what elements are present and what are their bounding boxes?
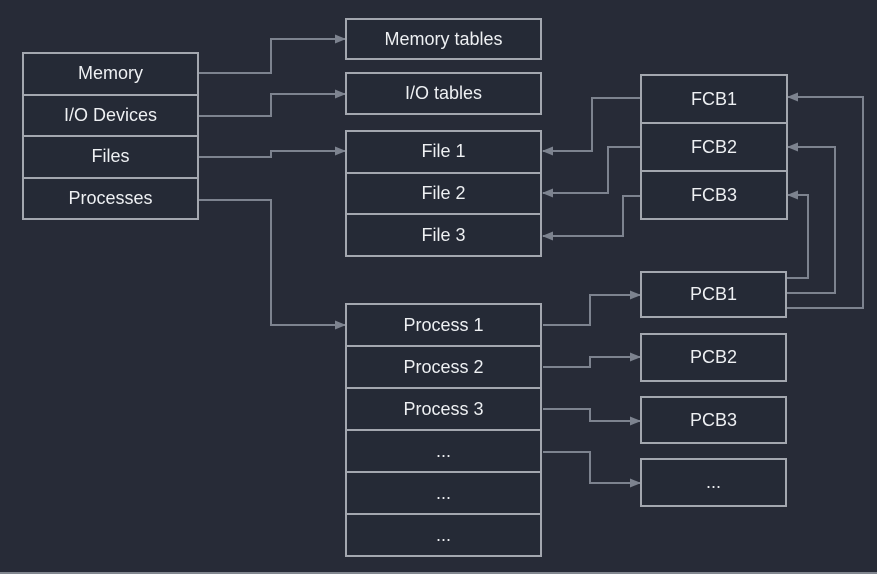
bottom-window-edge bbox=[0, 572, 877, 574]
fcb-table-row-fcb2: FCB2 bbox=[642, 122, 786, 170]
process-table-row-dots-3: ... bbox=[347, 513, 540, 555]
edge-processes-to-process-1 bbox=[199, 199, 346, 330]
edge-fcb2-to-file-2 bbox=[542, 146, 640, 198]
io-tables-box: I/O tables bbox=[345, 72, 542, 115]
edge-fcb3-to-file-3 bbox=[542, 195, 640, 241]
pcb2-box: PCB2 bbox=[640, 333, 787, 382]
file-table-row-file-2: File 2 bbox=[347, 171, 540, 214]
edge-process-dots-to-pcb-dots bbox=[543, 451, 641, 488]
process-table-row-process-3: Process 3 bbox=[347, 387, 540, 429]
pcb-dots-box: ... bbox=[640, 458, 787, 507]
file-table-row-file-3: File 3 bbox=[347, 213, 540, 255]
os-control-tables: Memory I/O Devices Files Processes bbox=[22, 52, 199, 220]
edge-fcb1-to-file-1 bbox=[542, 97, 640, 156]
edge-memory-to-memory-tables bbox=[199, 34, 346, 74]
process-table-row-process-1: Process 1 bbox=[403, 314, 484, 335]
pcb1-box: PCB1 bbox=[640, 271, 787, 318]
os-table-row-io-devices: I/O Devices bbox=[24, 93, 197, 136]
edge-pcb1-to-fcb1 bbox=[787, 92, 864, 309]
process-table: Process 1 Process 2 Process 3 ... ... ..… bbox=[345, 303, 542, 557]
file-table-row-file-1: File 1 bbox=[421, 141, 466, 162]
edge-process-3-to-pcb3 bbox=[543, 408, 641, 426]
edge-pcb1-to-fcb3 bbox=[787, 190, 809, 279]
fcb-table: FCB1 FCB2 FCB3 bbox=[640, 74, 788, 220]
os-table-row-memory: Memory bbox=[77, 63, 143, 84]
os-table-row-processes: Processes bbox=[24, 176, 197, 219]
memory-tables-box: Memory tables bbox=[345, 18, 542, 60]
edge-process-1-to-pcb1 bbox=[543, 290, 641, 326]
os-table-row-files: Files bbox=[24, 135, 197, 177]
edge-files-to-file-1 bbox=[199, 146, 346, 158]
fcb-table-row-fcb1: FCB1 bbox=[690, 88, 737, 109]
process-table-row-dots-1: ... bbox=[347, 429, 540, 471]
edge-io-devices-to-io-tables bbox=[199, 89, 346, 117]
pcb3-box: PCB3 bbox=[640, 396, 787, 444]
process-table-row-dots-2: ... bbox=[347, 471, 540, 513]
process-table-row-process-2: Process 2 bbox=[347, 345, 540, 387]
fcb-table-row-fcb3: FCB3 bbox=[642, 170, 786, 218]
edge-pcb1-to-fcb2 bbox=[787, 142, 836, 294]
file-table: File 1 File 2 File 3 bbox=[345, 130, 542, 257]
edge-process-2-to-pcb2 bbox=[543, 352, 641, 368]
